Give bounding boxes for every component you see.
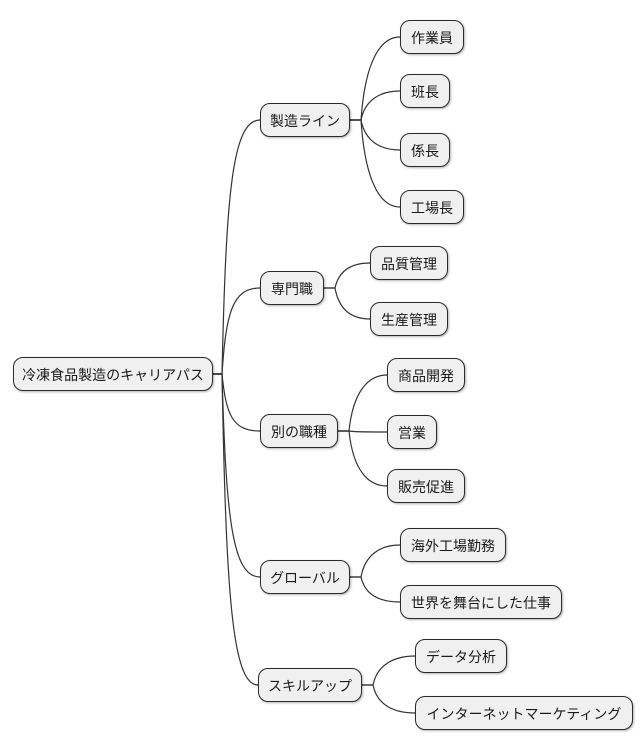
node-leaf-internet-marketing: インターネットマーケティング <box>415 696 633 730</box>
edge-senmon-hinshitsu <box>323 262 371 289</box>
node-root: 冷凍食品製造のキャリアパス <box>13 357 213 391</box>
node-leaf-eigyou: 営業 <box>387 415 437 449</box>
node-leaf-hanchou: 班長 <box>400 74 450 108</box>
node-branch-skill-up: スキルアップ <box>258 668 362 702</box>
edge-seizou-hanchou <box>349 90 401 121</box>
node-leaf-kaigai-koujou-kinmu: 海外工場勤務 <box>400 528 506 562</box>
edge-global-kaigai <box>349 544 401 578</box>
node-leaf-hinshitsu-kanri: 品質管理 <box>370 246 448 280</box>
node-leaf-sagyouin: 作業員 <box>400 20 464 54</box>
edge-betsu-shouhin <box>337 374 388 432</box>
edge-betsu-hanbai <box>337 430 388 487</box>
node-branch-seizou-line: 製造ライン <box>260 103 350 137</box>
edge-skill-data <box>361 655 416 686</box>
node-leaf-data-bunseki: データ分析 <box>415 639 507 673</box>
node-branch-global: グローバル <box>260 560 350 594</box>
edge-senmon-seisan <box>323 287 371 320</box>
edge-seizou-kakarichou <box>349 119 401 151</box>
node-leaf-koujouchou: 工場長 <box>400 190 464 224</box>
edge-seizou-sagyouin <box>349 36 401 121</box>
node-branch-senmonshoku: 専門職 <box>260 271 324 305</box>
edge-root-betsu-no-shokushu <box>212 373 261 432</box>
node-leaf-kakarichou: 係長 <box>400 133 450 167</box>
edge-global-sekai <box>349 576 401 603</box>
node-leaf-shouhin-kaihatsu: 商品開発 <box>387 358 465 392</box>
edge-root-seizou-line <box>212 119 261 375</box>
edge-root-senmonshoku <box>212 287 261 375</box>
edge-root-skill-up <box>212 373 259 686</box>
node-leaf-hanbai-sokushin: 販売促進 <box>387 469 465 503</box>
edge-seizou-koujouchou <box>349 119 401 208</box>
node-leaf-seisan-kanri: 生産管理 <box>370 302 448 336</box>
edge-skill-internet <box>361 684 416 714</box>
node-leaf-sekai-butai-shigoto: 世界を舞台にした仕事 <box>400 585 562 619</box>
edge-root-global <box>212 373 261 578</box>
node-branch-betsu-no-shokushu: 別の職種 <box>260 414 338 448</box>
